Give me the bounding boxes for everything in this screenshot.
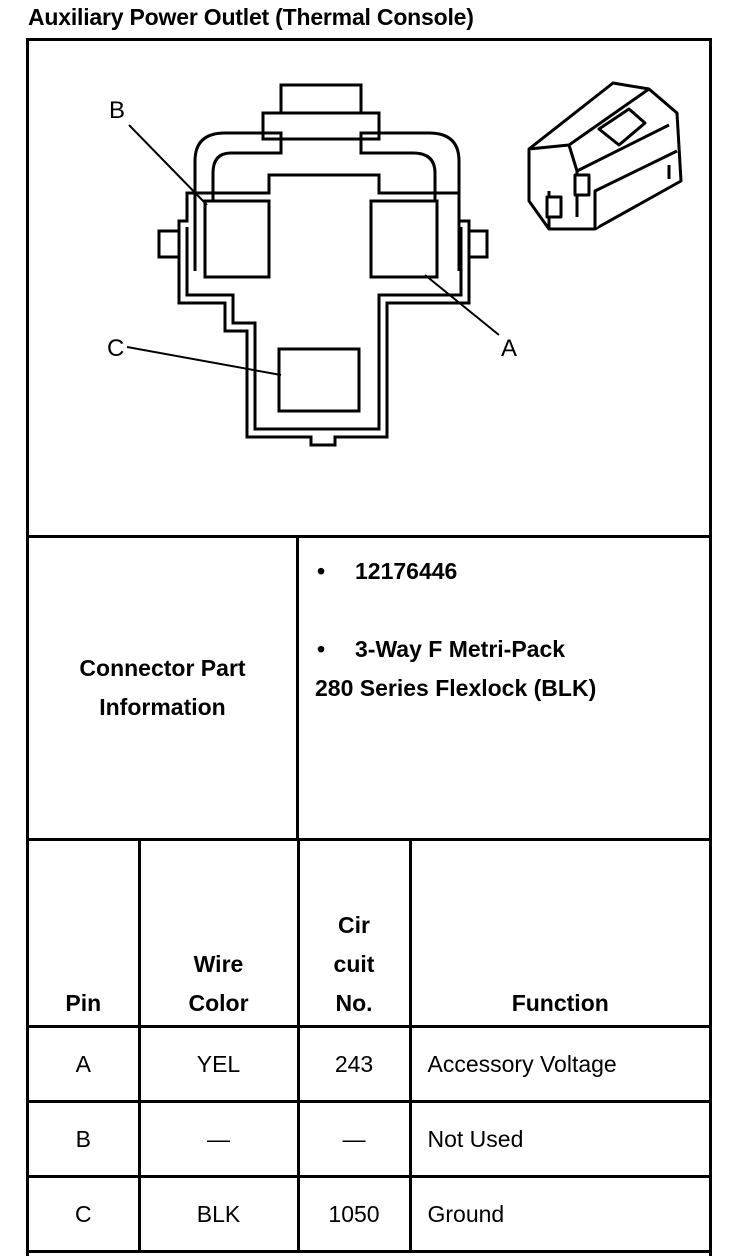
connector-table: B C A Connector Part Information • 121764…: [26, 38, 712, 1256]
header-circuit-no: Cir cuit No.: [298, 841, 412, 1028]
connector-face-drawing: [126, 81, 683, 447]
wire-color-cell: —: [139, 1101, 300, 1178]
pin-cell: B: [29, 1101, 141, 1178]
header-wire-color: Wire Color: [139, 841, 300, 1028]
circuit-cell: —: [298, 1101, 412, 1178]
bullet-icon: •: [317, 558, 326, 584]
callout-c: C: [107, 335, 125, 362]
circuit-cell: 1050: [298, 1176, 412, 1253]
table-row: C BLK 1050 Ground: [29, 1176, 709, 1253]
description-line: • 3-Way F Metri-Pack: [317, 636, 565, 663]
connector-part-row: Connector Part Information • 12176446 • 3-…: [29, 538, 709, 841]
callout-a: A: [501, 335, 518, 362]
connector-isometric-icon: [527, 81, 683, 231]
part-number-line: • 12176446: [317, 558, 457, 585]
page-title: Auxiliary Power Outlet (Thermal Console): [28, 4, 474, 30]
part-description-line2: 280 Series Flexlock (BLK): [315, 675, 597, 701]
function-cell: Not Used: [410, 1101, 709, 1178]
wire-color-cell: BLK: [139, 1176, 300, 1253]
pin-cell: C: [29, 1176, 141, 1253]
header-pin: Pin: [29, 841, 141, 1028]
header-function: Function: [410, 841, 709, 1028]
connector-part-label: Connector Part Information: [29, 538, 299, 838]
connector-part-details: • 12176446 • 3-Way F Metri-Pack 280 Series…: [299, 538, 709, 838]
wire-color-cell: YEL: [139, 1026, 300, 1103]
connector-part-label-line2: Information: [99, 694, 226, 720]
part-number: 12176446: [355, 558, 458, 584]
function-cell: Accessory Voltage: [410, 1026, 709, 1103]
bullet-icon: •: [317, 636, 326, 662]
circuit-cell: 243: [298, 1026, 412, 1103]
connector-diagram: B C A: [29, 41, 709, 538]
pin-table: Pin Wire Color Cir cuit No. Function A Y…: [29, 841, 709, 1253]
pin-table-header: Pin Wire Color Cir cuit No. Function: [29, 841, 709, 1028]
callout-b: B: [109, 97, 126, 124]
pin-cell: A: [29, 1026, 141, 1103]
connector-part-label-line1: Connector Part: [79, 655, 246, 681]
function-cell: Ground: [410, 1176, 709, 1253]
part-description-line1: 3-Way F Metri-Pack: [355, 636, 566, 662]
table-row: A YEL 243 Accessory Voltage: [29, 1026, 709, 1103]
table-row: B — — Not Used: [29, 1101, 709, 1178]
